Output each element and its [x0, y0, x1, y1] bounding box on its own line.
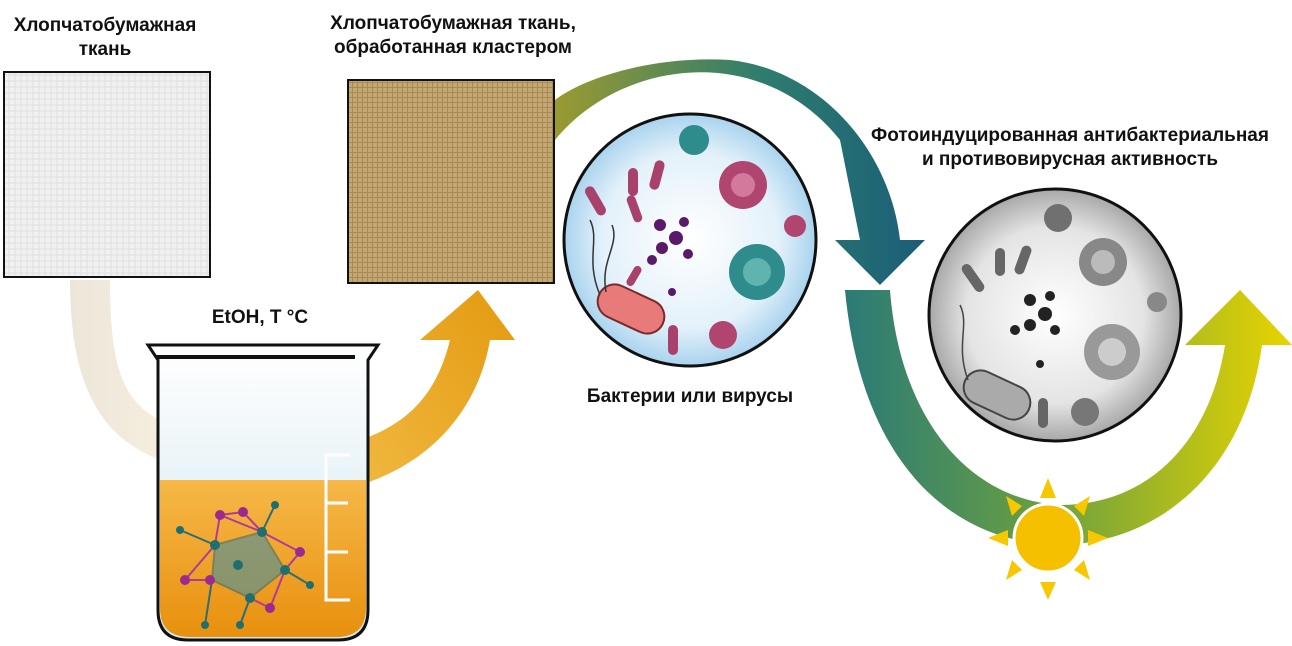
- faded-arrow: [70, 280, 160, 460]
- bacteria-label: Бактерии или вирусы: [586, 386, 794, 407]
- photo-activity-label-line1: Фотоиндуцированная антибактериальная: [871, 125, 1269, 146]
- treated-fabric-label: Хлопчатобумажная ткань, обработанная кла…: [318, 12, 588, 60]
- white-fabric-label-line2: ткань: [78, 38, 132, 60]
- white-fabric-label-line1: Хлопчатобумажная: [13, 15, 197, 36]
- sun-icon: [988, 478, 1108, 600]
- solvent-label: EtOH, T °C: [211, 307, 309, 328]
- treated-fabric-swatch: [347, 79, 555, 284]
- top-arc-arrow: [555, 59, 925, 286]
- white-fabric-label: Хлопчатобумажная ткань: [5, 14, 205, 62]
- orange-arrow: [360, 290, 515, 485]
- microbe-circle-grayscale: [927, 187, 1183, 443]
- beaker-icon: [145, 343, 381, 642]
- microbe-circle-colored: [562, 112, 818, 368]
- white-fabric-swatch: [3, 71, 211, 278]
- treated-fabric-label-line2: обработанная кластером: [334, 36, 572, 58]
- bottom-arc-arrow: [845, 290, 1292, 545]
- cluster-molecule-icon: [176, 501, 314, 629]
- treated-fabric-label-line1: Хлопчатобумажная ткань,: [330, 13, 576, 34]
- photo-activity-label-line2: и противовирусная активность: [921, 148, 1219, 170]
- photo-activity-label: Фотоиндуцированная антибактериальная и п…: [860, 124, 1280, 172]
